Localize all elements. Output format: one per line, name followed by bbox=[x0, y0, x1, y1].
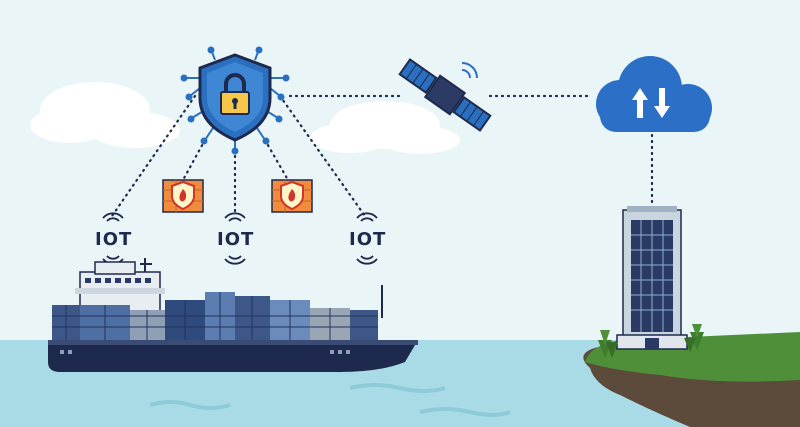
link-shield-iot-left bbox=[110, 94, 197, 218]
iot-device-label: IOT bbox=[95, 229, 133, 250]
container-ship bbox=[48, 258, 418, 372]
iot-device-label: IOT bbox=[349, 229, 387, 250]
iot-device-label: IOT bbox=[217, 229, 255, 250]
cloud-sync-icon bbox=[596, 56, 712, 132]
wave bbox=[349, 383, 446, 393]
wave bbox=[149, 400, 231, 410]
office-building-icon bbox=[616, 206, 688, 350]
firewall-icon bbox=[162, 179, 204, 213]
wave bbox=[419, 407, 511, 417]
satellite-signal bbox=[461, 62, 478, 79]
trees bbox=[598, 324, 704, 358]
container-stack bbox=[52, 292, 378, 340]
background-cloud-left bbox=[30, 82, 180, 148]
link-shield-iot-right bbox=[278, 94, 367, 218]
background-cloud-right bbox=[310, 101, 460, 154]
firewall-icon bbox=[271, 179, 313, 213]
network-links bbox=[110, 94, 654, 218]
satellite-icon bbox=[398, 58, 492, 132]
link-shield-firewall-left bbox=[181, 138, 207, 182]
iot-signal-arcs bbox=[102, 212, 378, 265]
link-shield-firewall-right bbox=[263, 138, 290, 182]
shield-lock-icon bbox=[180, 46, 290, 155]
